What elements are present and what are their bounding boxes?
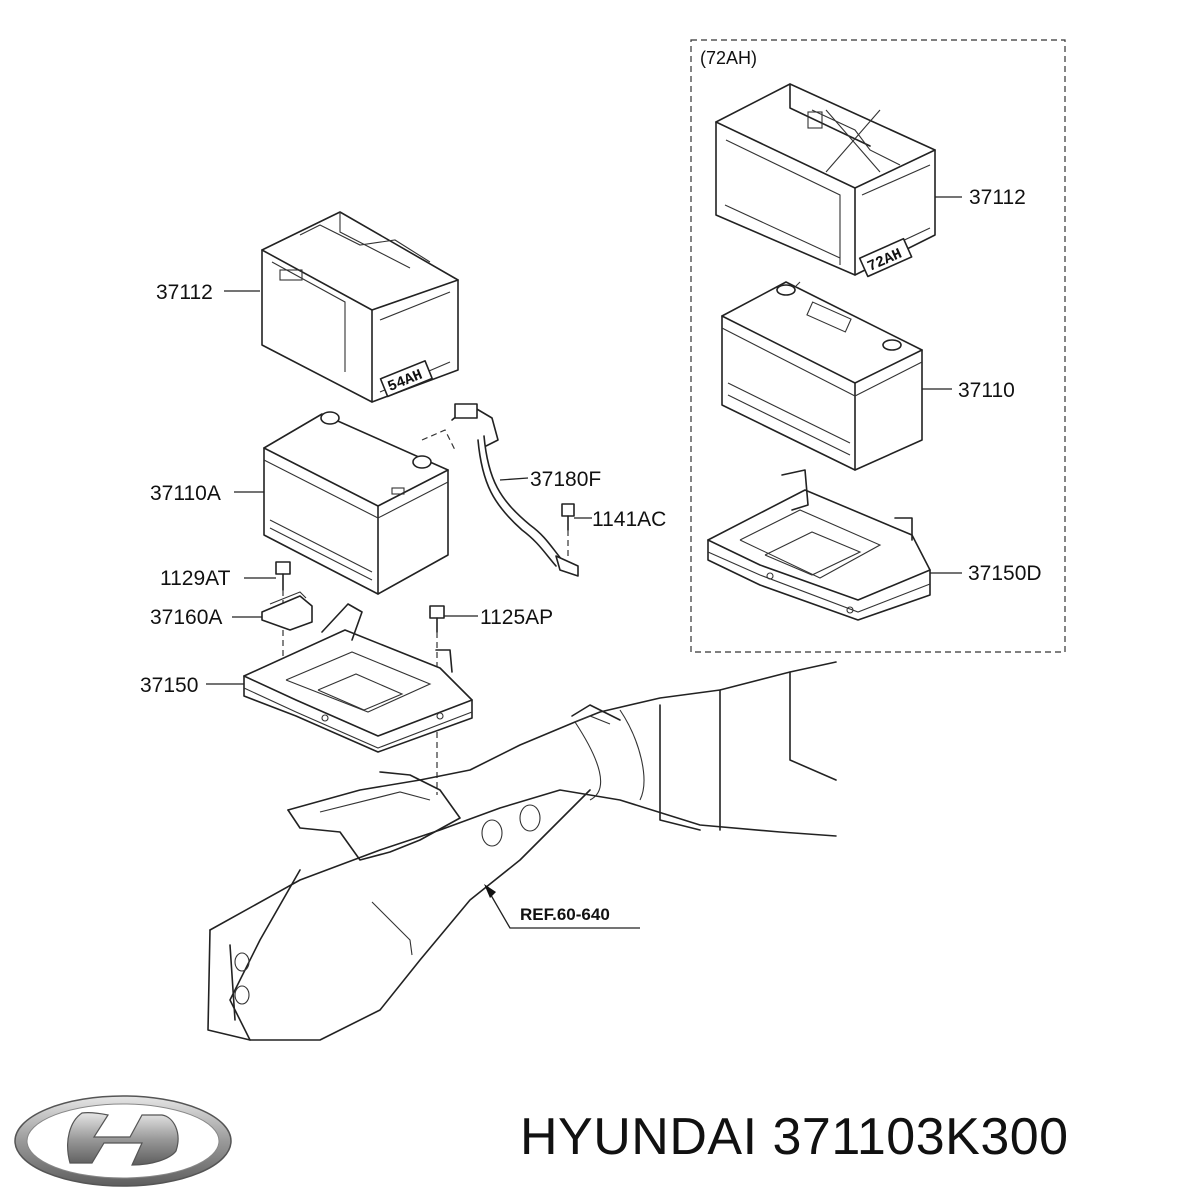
reference-label: REF.60-640 — [520, 905, 610, 924]
inset-battery-drawing — [721, 281, 923, 471]
main-label-cable: 37180F — [530, 468, 601, 491]
main-battery-drawing — [263, 411, 456, 595]
main-label-battery: 37110A — [150, 482, 221, 505]
inset-bracket-drawing — [707, 469, 931, 621]
main-tray-drawing: 54AH — [261, 211, 459, 403]
main-label-bracket: 37150 — [140, 674, 198, 697]
reference-callout: REF.60-640 — [484, 884, 640, 929]
main-label-bolt-clamp: 1129AT — [160, 567, 231, 590]
main-cable-drawing — [451, 403, 579, 577]
inset-label-tray: 37112 — [969, 186, 1026, 209]
inset-tray-drawing: 72AH — [715, 83, 936, 278]
brand-footer: HYUNDAI 371103K300 — [0, 1085, 1200, 1200]
inset-label-bracket: 37150D — [968, 562, 1042, 585]
part-number-heading: HYUNDAI 371103K300 — [520, 1108, 1069, 1166]
bolt-1141ac-drawing — [561, 503, 575, 560]
main-label-bolt-tray: 1125AP — [480, 606, 553, 629]
inset-label-battery: 37110 — [958, 379, 1015, 402]
main-label-bolt-cable: 1141AC — [592, 508, 666, 531]
bolt-1129at-drawing — [275, 561, 291, 604]
exploded-view-drawing: (72AH) 72AH — [140, 39, 1066, 1041]
hyundai-logo-icon — [14, 1095, 232, 1187]
main-label-tray: 37112 — [156, 281, 213, 304]
inset-title: (72AH) — [700, 48, 757, 68]
inset-72ah: (72AH) 72AH — [690, 39, 1066, 653]
main-frame-drawing — [207, 661, 837, 1041]
main-bracket-drawing — [243, 603, 473, 753]
main-label-clamp: 37160A — [150, 606, 222, 629]
inset-dashed-frame — [690, 39, 1066, 653]
main-assembly: 54AH — [140, 211, 837, 1041]
